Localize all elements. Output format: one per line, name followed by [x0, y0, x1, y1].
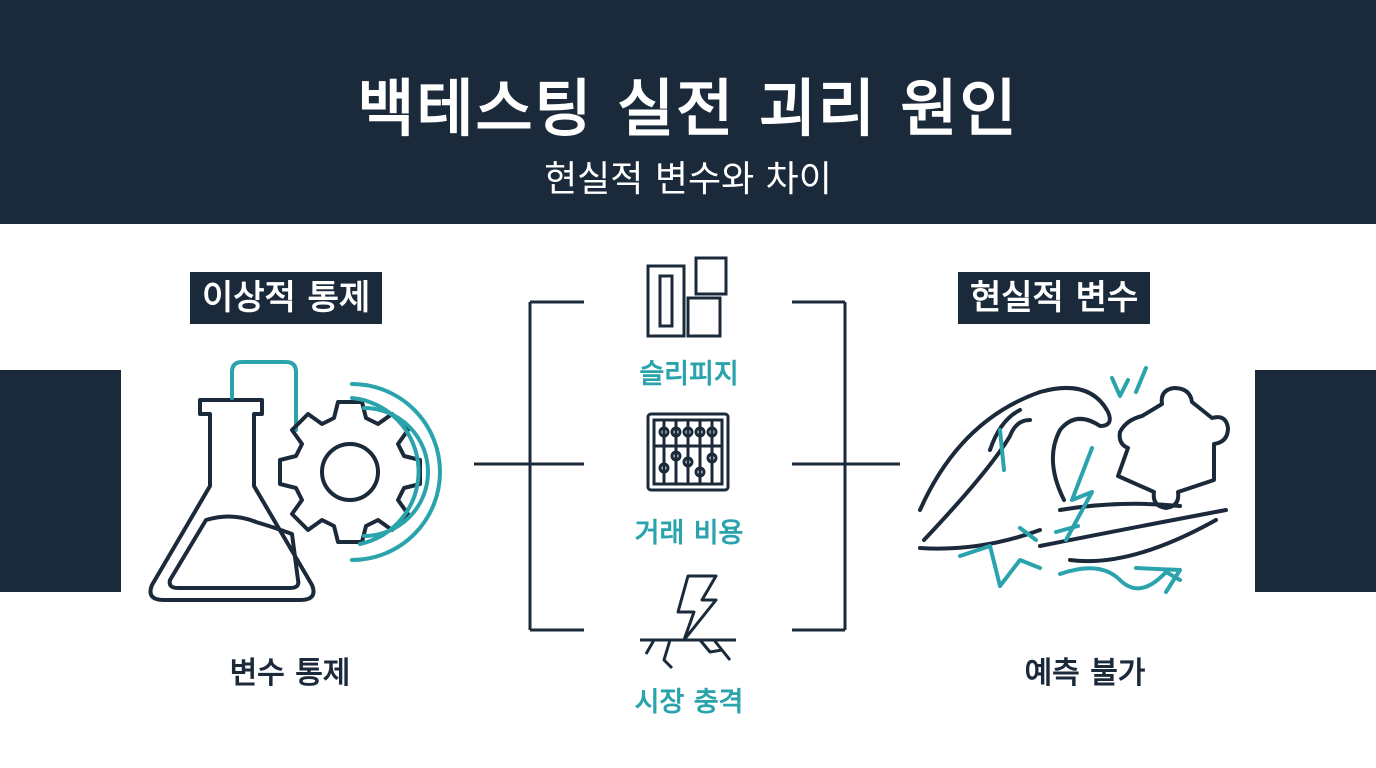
factor-label-shock: 시장 충격 — [634, 687, 744, 718]
factor-label-cost: 거래 비용 — [634, 518, 744, 549]
wave-icon — [918, 385, 1228, 564]
right-connector — [792, 300, 900, 632]
flask-icon — [148, 398, 316, 602]
right-side-block — [1255, 370, 1376, 592]
signal-arcs-icon — [350, 382, 442, 562]
factor-label-slippage: 슬리피지 — [639, 359, 739, 390]
right-label: 현실적 변수 — [958, 272, 1151, 324]
slippage-blocks-icon — [646, 256, 728, 338]
right-caption: 예측 불가 — [1024, 656, 1146, 691]
page-title: 백테스팅 실전 괴리 원인 — [357, 72, 1019, 145]
puzzle-piece-icon — [1116, 386, 1230, 510]
flask-tube-icon — [230, 360, 298, 432]
lightning-crack-icon — [640, 574, 736, 670]
left-label: 이상적 통제 — [190, 272, 383, 324]
abacus-icon — [646, 412, 730, 492]
left-caption: 변수 통제 — [229, 656, 351, 691]
chaos-lines-icon — [958, 366, 1182, 594]
left-side-block — [0, 370, 121, 592]
header-banner: 백테스팅 실전 괴리 원인 현실적 변수와 차이 — [0, 0, 1376, 224]
left-connector — [474, 300, 584, 632]
page-subtitle: 현실적 변수와 차이 — [544, 159, 832, 200]
